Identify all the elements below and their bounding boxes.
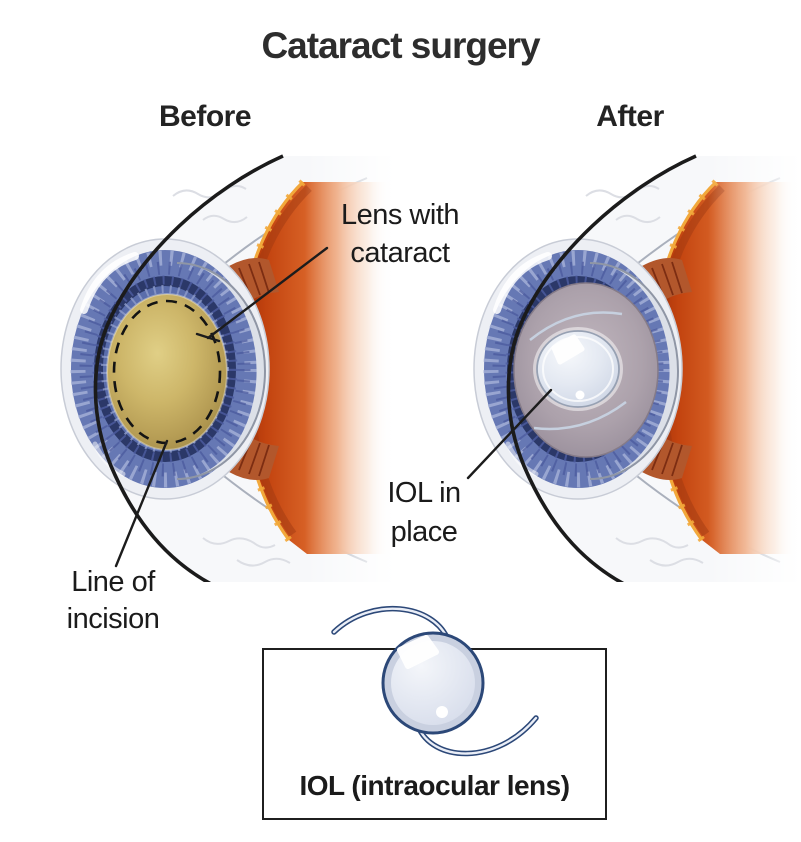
cataract-lens <box>106 293 228 451</box>
annotation-line: incision <box>66 603 160 635</box>
annotation-line-of-incision: Line of incision <box>38 564 188 638</box>
panel-label-after: After <box>596 100 664 133</box>
iol-haptic-line-upper <box>529 311 623 341</box>
annotation-iol-in-place: IOL in place <box>344 474 504 552</box>
iol-optic <box>381 631 485 735</box>
iol-legend-label: IOL (intraocular lens) <box>299 770 570 801</box>
annotation-line: cataract <box>350 237 450 269</box>
annotation-line: IOL in <box>387 477 461 509</box>
annotation-lens-with-cataract: Lens with cataract <box>320 196 480 272</box>
eye-outline <box>506 154 697 582</box>
annotation-line: Lens with <box>340 199 460 231</box>
iol-illustration <box>331 605 539 757</box>
capsule-with-iol <box>513 282 659 458</box>
page-title: Cataract surgery <box>261 25 540 66</box>
eye-illustration-after <box>473 152 801 582</box>
annotation-line: Line of <box>71 566 155 598</box>
iol-haptics <box>331 605 539 757</box>
panel-label-before: Before <box>158 100 252 133</box>
sclera-veins <box>585 185 704 567</box>
annotation-line: place <box>390 516 458 548</box>
